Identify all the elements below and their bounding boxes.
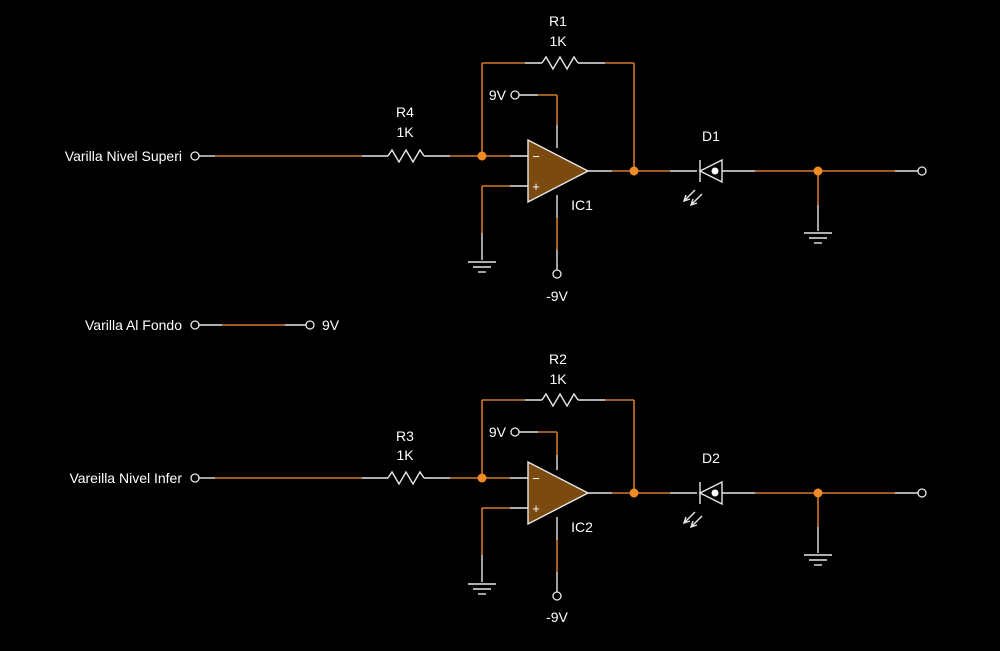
input-terminal-lower[interactable] <box>190 473 200 483</box>
ic2-name: IC2 <box>571 519 593 535</box>
junction-ic2-out <box>629 488 639 498</box>
resistor-r3[interactable] <box>362 470 450 486</box>
r1-name: R1 <box>549 13 567 29</box>
input-label-lower: Vareilla Nivel Infer <box>69 470 182 486</box>
ic1-neg-supply-terminal[interactable] <box>552 269 562 279</box>
bottom-rod-supply-label: 9V <box>322 317 340 333</box>
input-terminal-upper[interactable] <box>190 151 200 161</box>
ic2-minus-sign: − <box>532 471 540 486</box>
ic1-name: IC1 <box>571 197 593 213</box>
ic1-minus-sign: − <box>532 149 540 164</box>
output-terminal-ic2[interactable] <box>917 488 927 498</box>
r1-value: 1K <box>549 33 567 49</box>
ic1-pos-supply-label: 9V <box>489 87 507 103</box>
ground-ic1 <box>468 261 496 273</box>
input-label-upper: Varilla Nivel Superi <box>65 148 182 164</box>
led-d2[interactable] <box>670 480 755 529</box>
ic2-plus-sign: + <box>532 501 540 516</box>
input-terminal-bottom[interactable] <box>190 320 200 330</box>
r3-value: 1K <box>396 447 414 463</box>
ground-d1 <box>804 232 832 244</box>
ground-ic2 <box>468 583 496 595</box>
opamp-ic2[interactable]: − + <box>527 460 590 526</box>
ic1-pos-supply-terminal[interactable] <box>510 90 520 100</box>
r3-name: R3 <box>396 428 414 444</box>
ic2-neg-supply-terminal[interactable] <box>552 591 562 601</box>
circuit-ic2: Vareilla Nivel Infer R3 1K R2 1K 9V <box>69 351 927 625</box>
junction-ic2-inv <box>477 473 487 483</box>
junction-d2-gnd <box>813 488 823 498</box>
d2-name: D2 <box>702 450 720 466</box>
input-label-bottom: Varilla Al Fondo <box>85 317 182 333</box>
ground-d2 <box>804 554 832 566</box>
circuit-ic1: Varilla Nivel Superi R4 1K R1 1K 9V <box>65 13 927 304</box>
r2-name: R2 <box>549 351 567 367</box>
ic1-neg-supply-label: -9V <box>546 288 568 304</box>
junction-ic1-inv <box>477 151 487 161</box>
opamp-ic1[interactable]: − + <box>527 138 590 204</box>
resistor-r2[interactable] <box>525 392 605 408</box>
junction-d1-gnd <box>813 166 823 176</box>
resistor-r4[interactable] <box>362 148 450 164</box>
ic1-plus-sign: + <box>532 179 540 194</box>
ic2-neg-supply-label: -9V <box>546 609 568 625</box>
ic2-pos-supply-terminal[interactable] <box>510 427 520 437</box>
led-d1[interactable] <box>670 158 755 207</box>
output-terminal-ic1[interactable] <box>917 166 927 176</box>
r4-value: 1K <box>396 124 414 140</box>
r2-value: 1K <box>549 371 567 387</box>
bottom-rod: Varilla Al Fondo 9V <box>85 317 340 333</box>
resistor-r1[interactable] <box>525 55 605 71</box>
r4-name: R4 <box>396 104 414 120</box>
ic2-pos-supply-label: 9V <box>489 424 507 440</box>
bottom-rod-supply-terminal[interactable] <box>305 320 315 330</box>
junction-ic1-out <box>629 166 639 176</box>
d1-name: D1 <box>702 128 720 144</box>
